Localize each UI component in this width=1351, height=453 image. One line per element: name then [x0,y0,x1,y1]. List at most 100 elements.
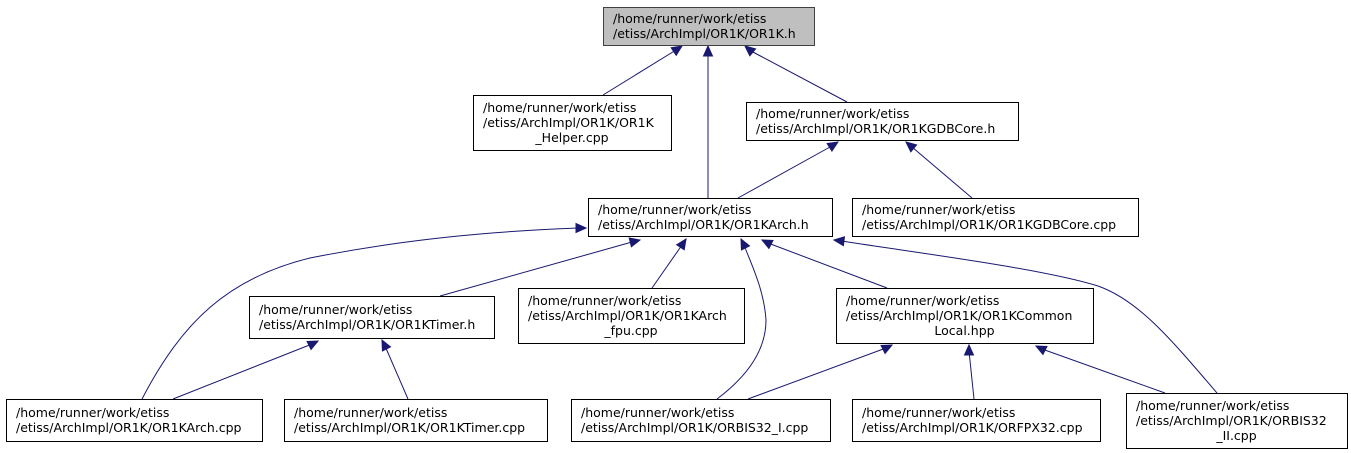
edge-arch_fpu_cpp-to-arch_h [651,237,687,289]
edge-helper_cpp-to-or1k_h [602,45,684,96]
edge-line [439,241,633,297]
node-label-line: Local.hpp [934,323,994,338]
node-box [852,399,1101,442]
edge-arch_cpp-to-arch_h [141,222,588,400]
node-label-line: /etiss/ArchImpl/OR1K/OR1KArch.h [598,217,809,232]
node-orbis32-i-cpp[interactable]: /home/runner/work/etiss/etiss/ArchImpl/O… [571,399,831,442]
node-label-line: /home/runner/work/etiss [528,293,681,308]
edge-line [141,227,579,400]
edge-line [172,343,313,400]
node-label-line: /home/runner/work/etiss [846,293,999,308]
node-label-line: /home/runner/work/etiss [259,302,412,317]
edge-arrowhead [905,141,918,153]
edge-gdbcore_cpp-to-gdbcore_h [905,141,973,199]
node-label-line: /etiss/ArchImpl/OR1K/OR1KTimer.h [259,317,475,332]
edge-arrowhead [880,344,894,355]
node-label-line: /etiss/ArchImpl/OR1K/ORBIS32_I.cpp [581,420,808,435]
edge-arch_h-to-gdbcore_h [737,141,840,199]
edge-arrowhead [826,141,840,153]
node-box [746,102,1019,141]
node-box [603,7,815,46]
node-label-line: /home/runner/work/etiss [16,405,169,420]
edge-arrowhead [381,338,392,352]
node-timer-h[interactable]: /home/runner/work/etiss/etiss/ArchImpl/O… [249,296,495,339]
node-label-line: /etiss/ArchImpl/OR1K/OR1K.h [613,26,796,41]
edge-orbis32_i_cpp-to-arch_h [716,237,767,400]
node-orfpx32-cpp[interactable]: /home/runner/work/etiss/etiss/ArchImpl/O… [852,399,1101,442]
edge-common_local_hpp-to-arch_h [760,239,888,289]
edge-arch_cpp-to-timer_h [172,340,320,400]
edge-arrowhead [963,343,975,356]
node-timer-cpp[interactable]: /home/runner/work/etiss/etiss/ArchImpl/O… [284,399,548,442]
node-box [836,288,1094,344]
node-box [6,399,263,442]
node-box [249,296,495,339]
edge-arrowhead [675,237,687,251]
edge-arrowhead [670,45,684,57]
node-box [284,399,548,442]
node-label-line: /etiss/ArchImpl/OR1K/OR1KArch.cpp [16,420,242,435]
node-orbis32-ii-cpp[interactable]: /home/runner/work/etiss/etiss/ArchImpl/O… [1126,393,1348,449]
edge-line [716,244,767,400]
node-label-line: /etiss/ArchImpl/OR1K/OR1KCommon [846,308,1072,323]
edge-orfpx32_cpp-to-common_local_hpp [963,343,975,400]
edge-line [1041,348,1166,394]
edge-arrowhead [702,44,714,57]
node-label-line: /home/runner/work/etiss [862,202,1015,217]
node-common-local-hpp[interactable]: /home/runner/work/etiss/etiss/ArchImpl/O… [836,288,1094,344]
edge-arch_h-to-or1k_h [702,44,714,198]
edge-arrowhead [306,340,320,351]
node-box [571,399,831,442]
nodes-layer: /home/runner/work/etiss/etiss/ArchImpl/O… [6,7,1348,449]
edge-arrowhead [740,237,751,251]
node-box [518,288,745,344]
node-box [473,95,672,151]
node-label-line: /etiss/ArchImpl/OR1K/OR1KTimer.cpp [294,420,525,435]
node-label-line: /etiss/ArchImpl/OR1K/OR1KGDBCore.cpp [862,217,1116,232]
node-label-line: /etiss/ArchImpl/OR1K/OR1KGDBCore.h [756,121,995,136]
node-label-line: /home/runner/work/etiss [483,100,636,115]
node-label-line: /etiss/ArchImpl/OR1K/ORBIS32 [1136,413,1327,428]
node-gdbcore-cpp[interactable]: /home/runner/work/etiss/etiss/ArchImpl/O… [852,198,1139,237]
edge-line [750,50,848,103]
node-label-line: /home/runner/work/etiss [294,405,447,420]
edge-arrowhead [760,239,774,250]
edge-arrowhead [628,237,642,248]
node-helper-cpp[interactable]: /home/runner/work/etiss/etiss/ArchImpl/O… [473,95,672,151]
edge-line [384,345,409,400]
node-box [1126,393,1348,449]
edge-arrowhead [575,222,588,234]
edge-timer_cpp-to-timer_h [381,338,409,400]
node-label-line: /etiss/ArchImpl/OR1K/OR1K [483,115,655,130]
edge-arrowhead [832,236,846,247]
node-label-line: /home/runner/work/etiss [613,11,766,26]
edge-line [968,350,975,400]
node-arch-h[interactable]: /home/runner/work/etiss/etiss/ArchImpl/O… [588,198,833,237]
node-label-line: /etiss/ArchImpl/OR1K/ORFPX32.cpp [862,420,1083,435]
node-label-line: /home/runner/work/etiss [756,106,909,121]
node-label-line: _II.cpp [1215,428,1256,443]
node-box [852,198,1139,237]
edge-arrowhead [744,45,757,57]
edge-line [841,240,1218,394]
node-label-line: /etiss/ArchImpl/OR1K/OR1KArch [528,308,727,323]
node-label-line: /home/runner/work/etiss [1136,398,1289,413]
node-gdbcore-h[interactable]: /home/runner/work/etiss/etiss/ArchImpl/O… [746,102,1019,141]
edge-line [737,146,831,199]
edge-line [747,347,887,400]
edge-line [602,49,677,96]
edge-line [767,242,888,289]
edges-layer [141,44,1218,400]
node-label-line: _Helper.cpp [534,130,608,145]
node-arch-fpu-cpp[interactable]: /home/runner/work/etiss/etiss/ArchImpl/O… [518,288,745,344]
edge-orbis32_ii_cpp-to-arch_h [832,236,1218,394]
node-label-line: /home/runner/work/etiss [862,405,1015,420]
edge-orbis32_ii_cpp-to-common_local_hpp [1034,345,1166,394]
node-label-line: /home/runner/work/etiss [598,202,751,217]
edge-gdbcore_h-to-or1k_h [744,45,848,103]
node-label-line: _fpu.cpp [603,323,657,338]
node-arch-cpp[interactable]: /home/runner/work/etiss/etiss/ArchImpl/O… [6,399,263,442]
edge-orbis32_i_cpp-to-common_local_hpp [747,344,894,400]
edge-arrowhead [1034,345,1048,356]
